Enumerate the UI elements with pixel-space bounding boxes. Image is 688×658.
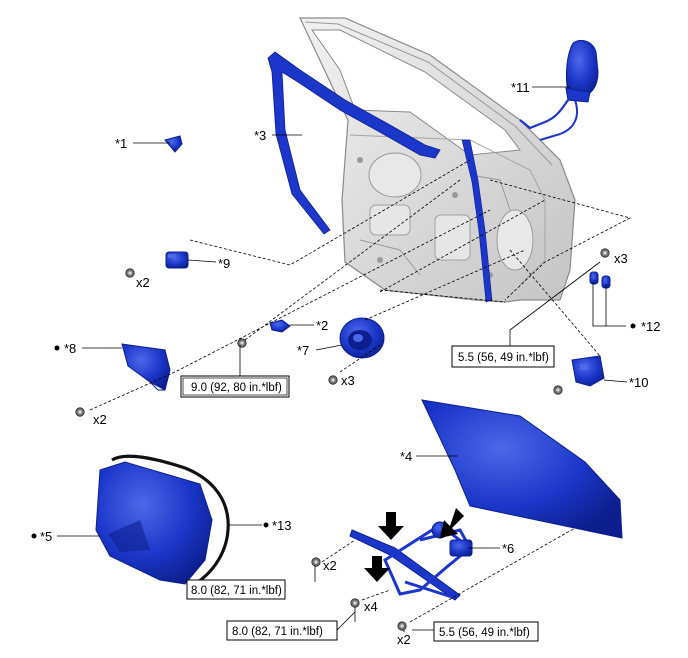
part-5-service-cover [95, 461, 213, 585]
torque-box-p10: 5.5 (56, 49 in.*lbf) [451, 345, 555, 368]
bolt-icon [350, 598, 360, 608]
leader-torque-p6-lower [336, 611, 356, 631]
bolt-icon [75, 407, 85, 417]
part-10-bracket [571, 355, 605, 387]
qty-p7-bolt: x3 [341, 373, 355, 388]
label-p4: *4 [400, 449, 412, 464]
bolt-icon [553, 385, 563, 395]
assembly-dashed-lines [89, 159, 632, 623]
part-11-outer-mirror [519, 39, 599, 141]
torque-text-p2: 9.0 (92, 80 in.*lbf) [191, 382, 282, 394]
part-9-module [165, 251, 189, 269]
torque-spec-boxes: 9.0 (92, 80 in.*lbf) 5.5 (56, 49 in.*lbf… [180, 345, 555, 642]
label-p2: *2 [316, 318, 328, 333]
leader-lines [57, 86, 628, 632]
label-p13: *13 [272, 518, 292, 533]
torque-box-p2: 9.0 (92, 80 in.*lbf) [180, 375, 290, 398]
bolt-icon [311, 557, 321, 567]
qty-p4-bolt: x2 [397, 632, 411, 647]
door-frame [299, 17, 576, 303]
label-p12: *12 [641, 319, 661, 334]
torque-text-p6-upper: 8.0 (82, 71 in.*lbf) [191, 585, 282, 597]
qty-p6-lower-bolt: x4 [364, 599, 378, 614]
part-6-window-regulator [349, 521, 473, 601]
arrow-diagonal-icon [440, 508, 464, 538]
torque-text-p10: 5.5 (56, 49 in.*lbf) [458, 352, 549, 364]
label-p10: *10 [629, 375, 649, 390]
bolt-icon [328, 375, 338, 385]
label-p11: *11 [511, 80, 530, 95]
door-division-strip [461, 139, 493, 303]
part-2-clip [269, 319, 291, 333]
part-8-bracket [121, 343, 171, 391]
bolt-icon [237, 338, 247, 348]
label-p7: *7 [297, 343, 309, 358]
torque-text-p4: 5.5 (56, 49 in.*lbf) [439, 627, 530, 639]
label-p3: *3 [254, 128, 266, 143]
label-bullets [31, 323, 636, 539]
qty-p6-upper-bolt: x2 [323, 558, 337, 573]
label-p9: *9 [218, 256, 230, 271]
attention-arrows [364, 508, 464, 582]
qty-p9-bolt: x2 [136, 275, 150, 290]
bolt-icon [125, 268, 135, 278]
part-1-clip [164, 135, 183, 153]
part-7-speaker [339, 317, 385, 359]
bolt-icon [600, 248, 610, 258]
qty-p10-bolt: x3 [614, 251, 628, 266]
bolt-icon [397, 621, 407, 631]
torque-box-p6-lower: 8.0 (82, 71 in.*lbf) [226, 620, 338, 641]
qty-p8-bolt: x2 [93, 412, 107, 427]
label-p1: *1 [115, 136, 127, 151]
label-p5: *5 [40, 529, 52, 544]
torque-box-p6-upper: 8.0 (82, 71 in.*lbf) [186, 579, 286, 600]
torque-box-p4: 5.5 (56, 49 in.*lbf) [433, 621, 539, 642]
arrow-down-icon [378, 512, 404, 540]
part-13-seal [111, 454, 230, 590]
label-p8: *8 [64, 341, 76, 356]
quantity-labels: x2 x2 x3 x3 x2 x4 x2 [93, 251, 628, 647]
torque-text-p6-lower: 8.0 (82, 71 in.*lbf) [232, 626, 323, 638]
part-4-door-glass [421, 399, 623, 539]
part-labels: *1 *3 *11 *9 *2 *7 *8 *12 *10 *4 *5 *13 … [40, 80, 661, 556]
part-3-door-glass-run [267, 51, 441, 235]
label-p6: *6 [502, 541, 514, 556]
arrow-down-left-icon [364, 556, 390, 582]
